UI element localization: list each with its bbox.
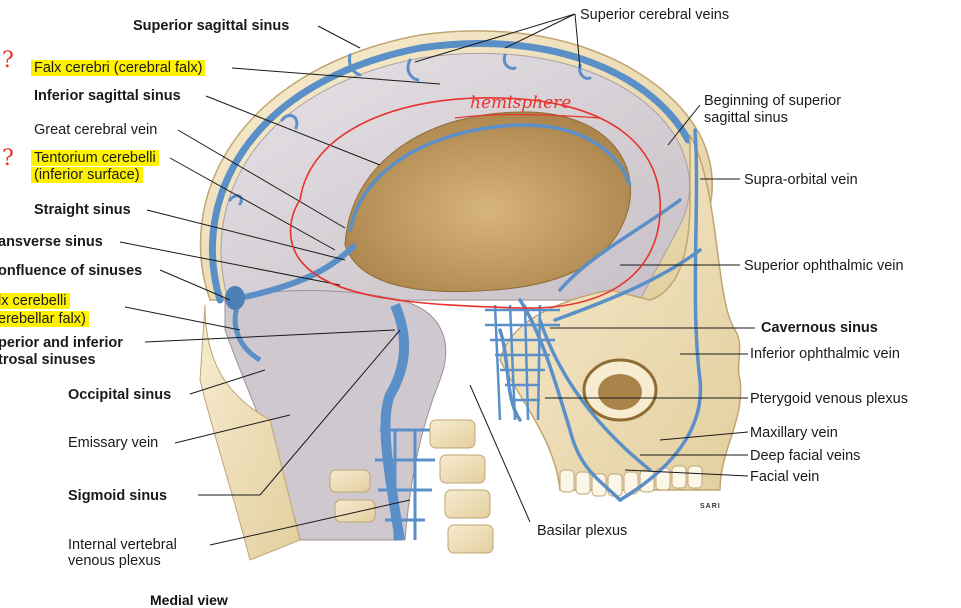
label-superior-ophthalmic-vein-4: Superior ophthalmic vein: [744, 258, 904, 274]
maxillary-opening-inner: [598, 374, 642, 410]
hemisphere-annotation-circle: [289, 97, 661, 309]
label-perior-and-inferior-11: perior and inferior: [0, 335, 123, 351]
label-inferior-sagittal-sinus-2: Inferior sagittal sinus: [34, 88, 181, 104]
label-text: lx cerebelli: [0, 293, 70, 309]
label-tentorium-cerebelli-4: Tentorium cerebelli: [31, 150, 159, 166]
label-erebellar-falx-10: erebellar falx): [0, 311, 89, 327]
sigmoid-sinus: [380, 303, 410, 541]
label-sigmoid-sinus-15: Sigmoid sinus: [68, 488, 167, 504]
label-onfluence-of-sinuses-8: onfluence of sinuses: [0, 263, 142, 279]
label-falx-cerebri-cerebral-falx-1: Falx cerebri (cerebral falx): [31, 60, 206, 76]
superior-sagittal-sinus: [209, 40, 692, 304]
occipital-bone: [199, 304, 301, 561]
label-text: Straight sinus: [34, 202, 131, 218]
label-text: Sigmoid sinus: [68, 488, 168, 504]
view-caption: Medial view: [150, 592, 228, 608]
hemisphere-handwriting: hemisphere: [470, 93, 572, 113]
label-text: Basilar plexus: [537, 523, 628, 539]
label-text: Falx cerebri (cerebral falx): [31, 60, 206, 76]
label-text: Occipital sinus: [68, 387, 172, 403]
label-superior-cerebral-veins-0: Superior cerebral veins: [580, 7, 729, 23]
leader-lines: [119, 13, 755, 546]
label-beginning-of-superior-1: Beginning of superior: [704, 93, 841, 109]
label-lx-cerebelli-9: lx cerebelli: [0, 293, 70, 309]
label-superior-sagittal-sinus-0: Superior sagittal sinus: [133, 18, 289, 34]
inferior-sagittal-sinus: [348, 123, 632, 233]
label-inferior-surface-5: (inferior surface): [31, 167, 143, 183]
label-text: venous plexus: [68, 553, 161, 569]
straight-sinus: [239, 242, 358, 301]
label-text: onfluence of sinuses: [0, 263, 143, 279]
label-supra-orbital-vein-3: Supra-orbital vein: [744, 172, 858, 188]
label-text: Facial vein: [750, 469, 820, 485]
label-deep-facial-veins-9: Deep facial veins: [750, 448, 860, 464]
label-text: Internal vertebral: [68, 537, 177, 553]
confluence-of-sinuses: [225, 286, 245, 310]
label-internal-vertebral-16: Internal vertebral: [68, 537, 177, 553]
label-facial-vein-10: Facial vein: [750, 469, 819, 485]
label-cavernous-sinus-5: Cavernous sinus: [761, 320, 878, 336]
label-text: Emissary vein: [68, 435, 159, 451]
label-text: Inferior sagittal sinus: [34, 88, 181, 104]
label-text: Cavernous sinus: [761, 320, 878, 336]
label-pterygoid-venous-plexus-7: Pterygoid venous plexus: [750, 391, 908, 407]
pterygoid-plexus: [485, 304, 560, 421]
artist-signature: SARI: [700, 503, 721, 510]
label-occipital-sinus-13: Occipital sinus: [68, 387, 171, 403]
label-venous-plexus-17: venous plexus: [68, 553, 161, 569]
label-sagittal-sinus-2: sagittal sinus: [704, 110, 788, 126]
label-basilar-plexus-11: Basilar plexus: [537, 523, 627, 539]
label-trosal-sinuses-12: trosal sinuses: [0, 352, 96, 368]
label-text: Deep facial veins: [750, 448, 861, 464]
label-text: Inferior ophthalmic vein: [750, 346, 900, 362]
label-text: (inferior surface): [31, 167, 143, 183]
label-ansverse-sinus-7: ansverse sinus: [0, 234, 103, 250]
label-text: erebellar falx): [0, 311, 89, 327]
label-text: perior and inferior: [0, 335, 123, 351]
label-text: Superior sagittal sinus: [133, 18, 290, 34]
label-text: Great cerebral vein: [34, 122, 158, 138]
label-text: Supra-orbital vein: [744, 172, 858, 188]
label-text: trosal sinuses: [0, 352, 96, 368]
label-text: sagittal sinus: [704, 110, 788, 126]
label-great-cerebral-vein-3: Great cerebral vein: [34, 122, 157, 138]
label-text: Beginning of superior: [704, 93, 842, 109]
vertebrae: [329, 419, 494, 554]
label-emissary-vein-14: Emissary vein: [68, 435, 158, 451]
label-text: Pterygoid venous plexus: [750, 391, 908, 407]
label-maxillary-vein-8: Maxillary vein: [750, 425, 838, 441]
label-text: Tentorium cerebelli: [31, 150, 159, 166]
cranial-cavity: [344, 111, 632, 293]
label-text: ansverse sinus: [0, 234, 103, 250]
question-mark-annotation-1: ?: [2, 48, 14, 73]
label-text: Maxillary vein: [750, 425, 838, 441]
question-mark-annotation-2: ?: [2, 146, 14, 171]
internal-vertebral-plexus: [375, 428, 435, 540]
label-inferior-ophthalmic-vein-6: Inferior ophthalmic vein: [750, 346, 900, 362]
label-text: Superior ophthalmic vein: [744, 258, 904, 274]
label-straight-sinus-6: Straight sinus: [34, 202, 131, 218]
label-text: Superior cerebral veins: [580, 7, 730, 23]
